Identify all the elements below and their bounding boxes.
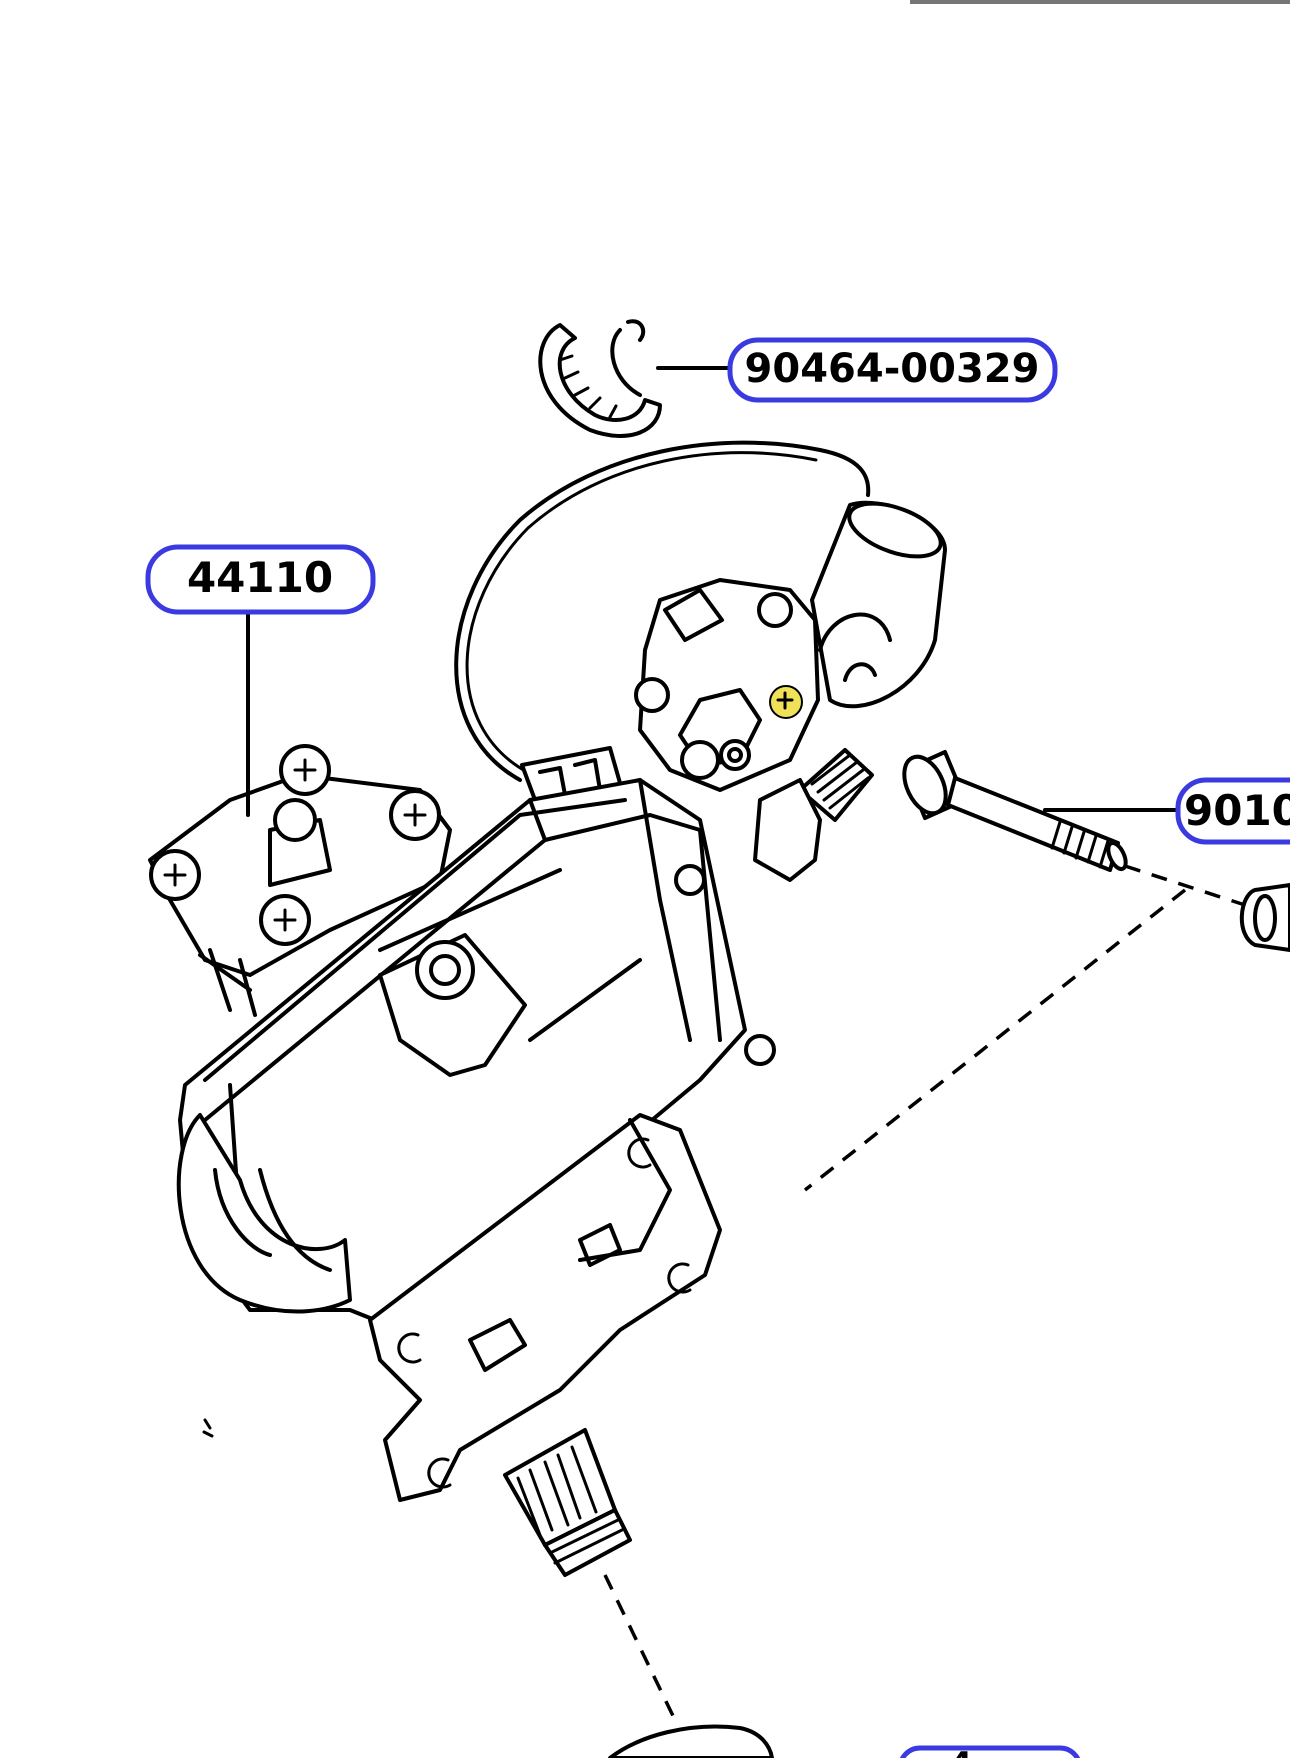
callout-clamp[interactable]: 90464-00329 <box>727 337 1058 403</box>
callout-bolt-label: 9010 <box>1184 786 1290 835</box>
hose-line <box>454 440 871 782</box>
callout-clamp-label: 90464-00329 <box>745 346 1040 392</box>
callout-bottom-label: 4 <box>950 1745 972 1758</box>
callout-gear-housing-label: 44110 <box>187 553 333 602</box>
callout-gear-housing[interactable]: 44110 <box>145 544 376 615</box>
gear-housing <box>148 744 776 1577</box>
stray-mark <box>202 1418 214 1438</box>
hose-clamp <box>538 319 662 438</box>
mounting-bolt <box>902 750 1128 872</box>
dashed-assembly-line-bottom <box>603 1574 677 1721</box>
callout-bolt[interactable]: 9010 <box>1175 777 1290 845</box>
nut <box>1239 883 1290 952</box>
callout-bottom[interactable]: 4 <box>899 1745 1081 1758</box>
valve-assembly <box>520 500 947 882</box>
dashed-assembly-line-diagonal <box>803 888 1187 1192</box>
bottom-bracket-partial <box>608 1724 774 1758</box>
dashed-assembly-line-bolt <box>1124 864 1246 907</box>
